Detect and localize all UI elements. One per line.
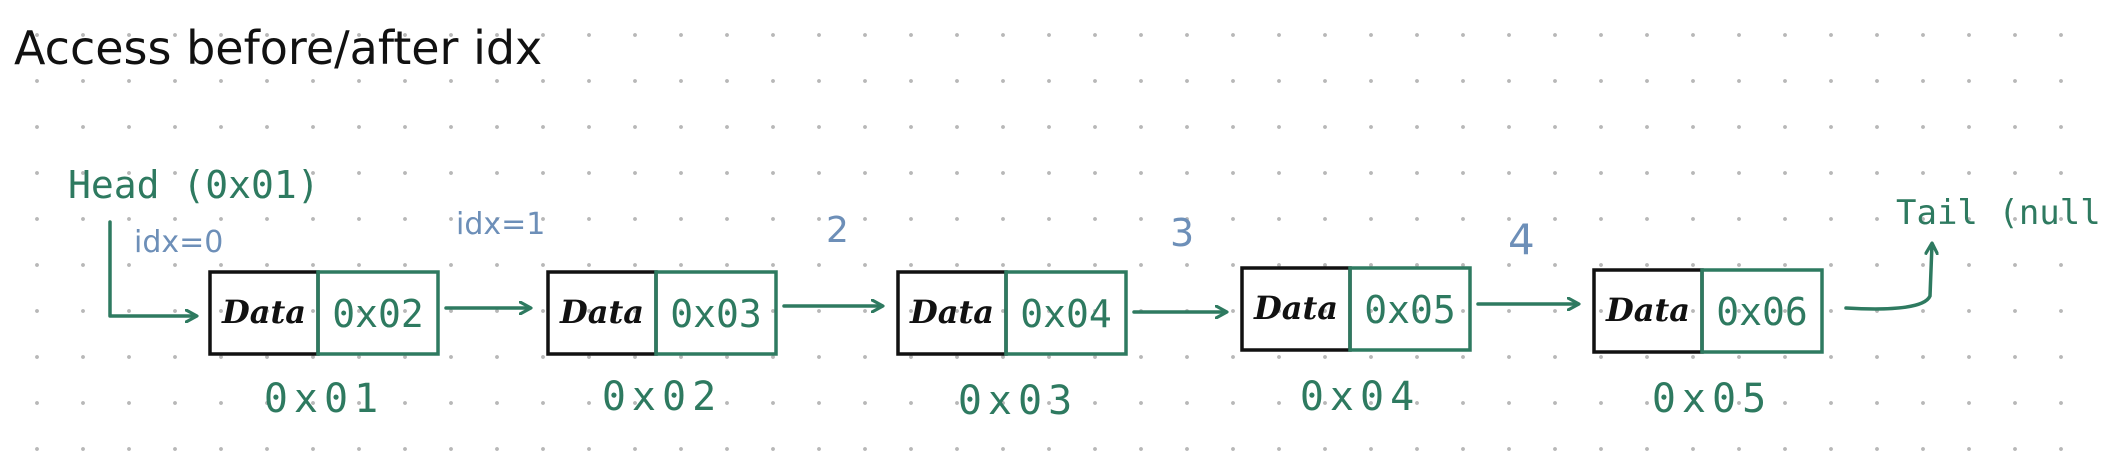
list-node-2: Data 0x03 0x02 xyxy=(546,270,778,420)
list-node-5: Data 0x06 0x05 xyxy=(1592,268,1824,422)
node-address: 0x05 xyxy=(1652,376,1772,422)
node-address: 0x02 xyxy=(602,374,722,420)
head-label: Head (0x01) xyxy=(68,163,320,207)
node-data-label: Data xyxy=(909,293,994,331)
node-address: 0x04 xyxy=(1300,374,1420,420)
index-label-1: idx=1 xyxy=(456,207,545,242)
list-node-3: Data 0x04 0x03 xyxy=(896,270,1128,424)
node-next-pointer: 0x06 xyxy=(1716,290,1808,334)
list-node-1: Data 0x02 0x01 xyxy=(208,270,440,422)
node-address: 0x01 xyxy=(264,376,384,422)
list-node-4: Data 0x05 0x04 xyxy=(1240,266,1472,420)
diagram-title: Access before/after idx xyxy=(14,21,542,75)
index-label-0: idx=0 xyxy=(134,225,223,260)
node-address: 0x03 xyxy=(958,378,1078,424)
node-next-pointer: 0x03 xyxy=(670,292,762,336)
pointer-cell xyxy=(1348,266,1472,352)
node-data-label: Data xyxy=(1253,289,1338,327)
head-pointer-arrow xyxy=(108,220,196,316)
node-data-label: Data xyxy=(1605,291,1690,329)
node-data-label: Data xyxy=(221,293,306,331)
pointer-cell xyxy=(1004,270,1128,356)
node-next-pointer: 0x02 xyxy=(332,292,424,336)
pointer-cell xyxy=(654,270,778,356)
index-label-2: 2 xyxy=(826,210,849,251)
pointer-cell xyxy=(1700,268,1824,354)
tail-pointer-arrow xyxy=(1844,244,1932,311)
node-next-pointer: 0x05 xyxy=(1364,288,1456,332)
node-next-pointer: 0x04 xyxy=(1020,292,1112,336)
pointer-cell xyxy=(316,270,440,356)
index-label-3: 3 xyxy=(1170,211,1194,255)
index-label-4: 4 xyxy=(1508,215,1535,264)
node-data-label: Data xyxy=(559,293,644,331)
tail-label: Tail (null) xyxy=(1896,193,2103,233)
